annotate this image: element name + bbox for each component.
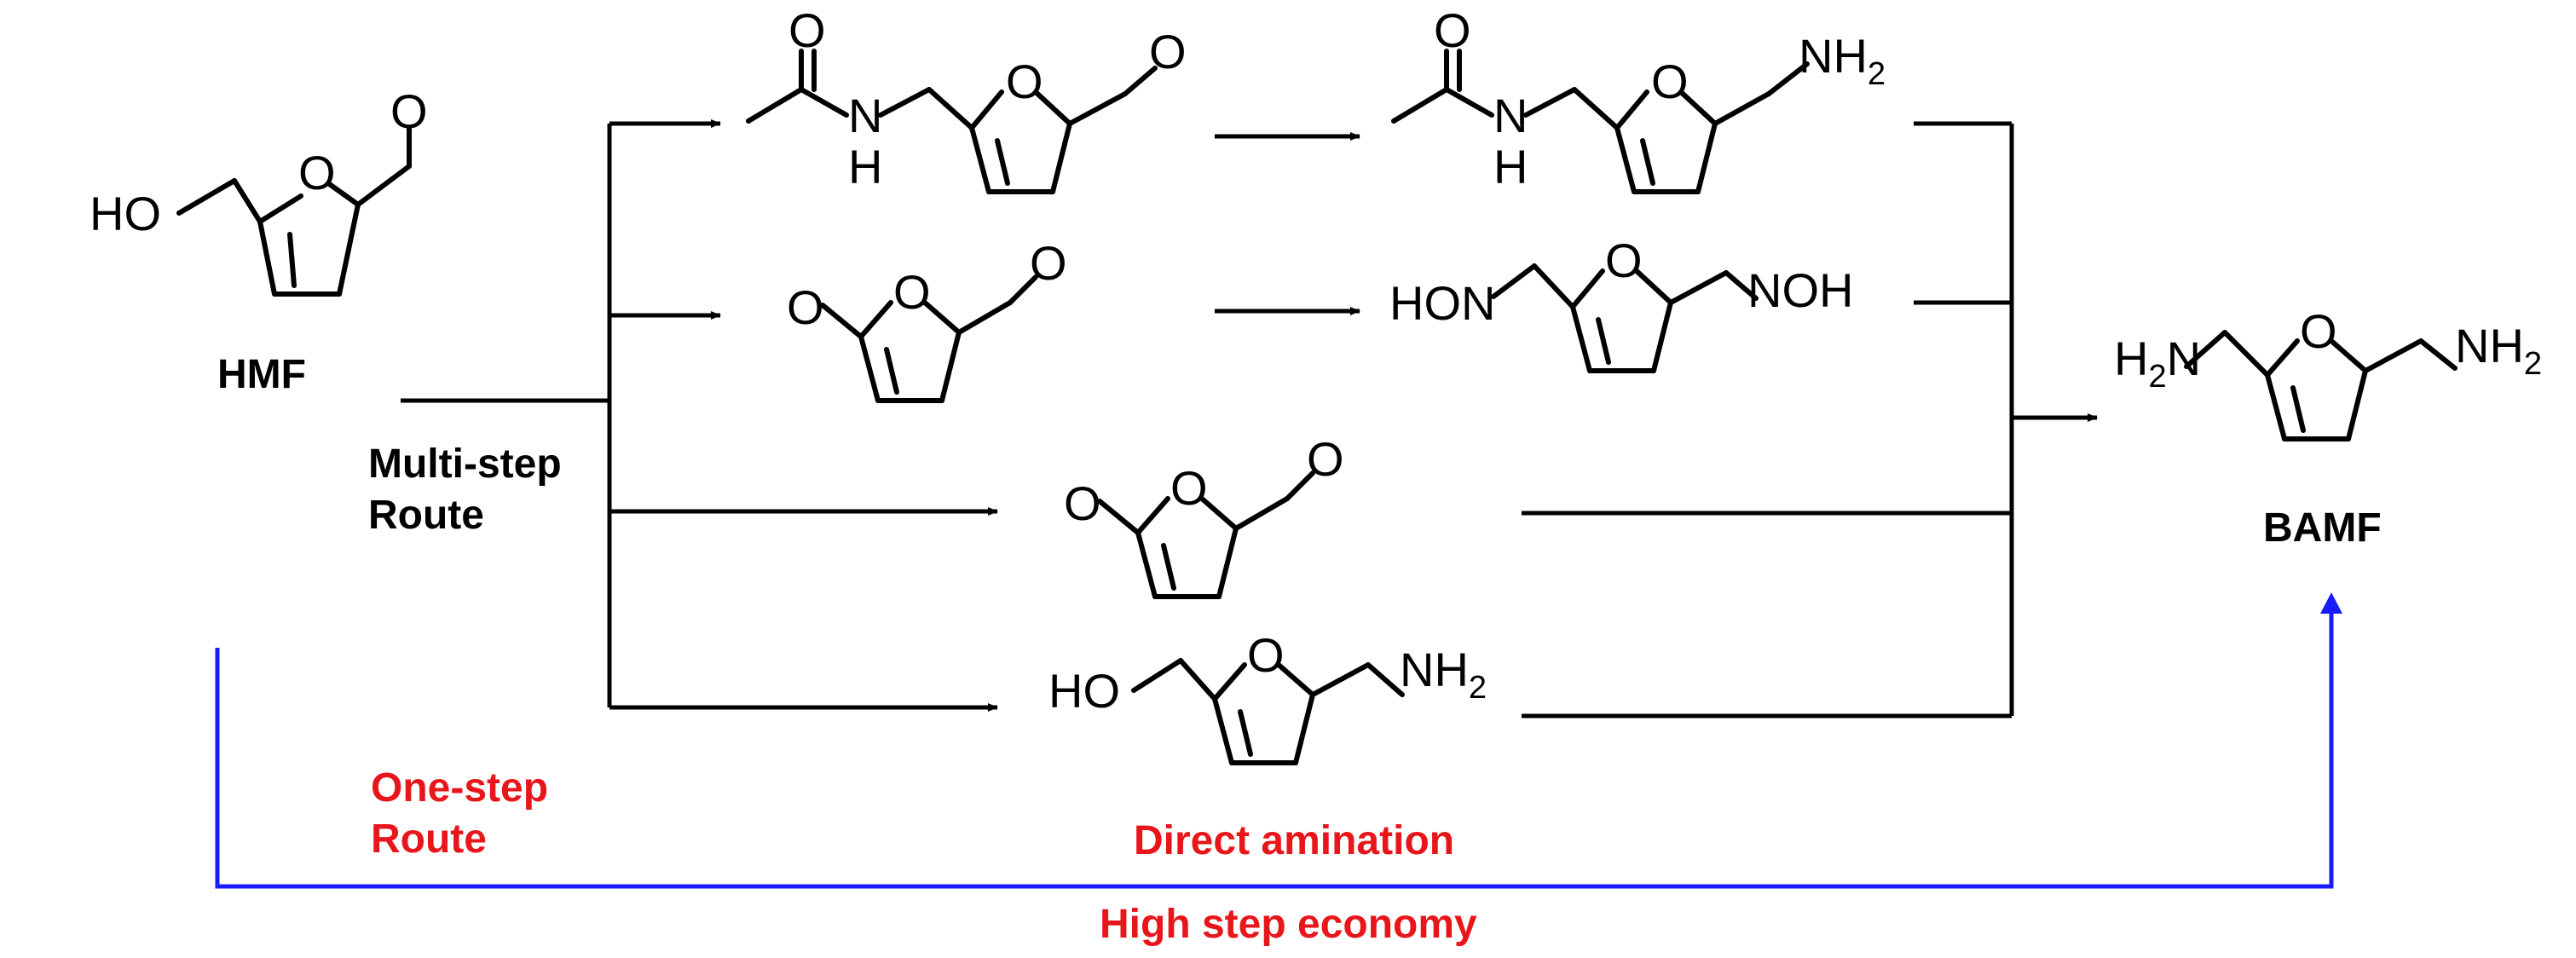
- r2-left-o: O: [787, 280, 824, 334]
- direct-route-arrowhead: [2320, 592, 2342, 614]
- acetamide-amine-structure: [1391, 49, 1810, 194]
- r1-carbonyl-o: O: [788, 3, 826, 57]
- dff-structure-row2: [820, 274, 1038, 403]
- r1-ring-o: O: [1006, 55, 1043, 108]
- r3-left-o: O: [1064, 476, 1101, 530]
- r1-n: N: [848, 89, 882, 142]
- dioxime-structure: [1491, 263, 1759, 373]
- r4-ring-o: O: [1247, 628, 1285, 682]
- multi-step-branches: [401, 119, 2098, 718]
- multi-step-label: Multi-step: [368, 441, 562, 487]
- r4-nh2: NH2: [1400, 643, 1487, 706]
- bamf-label: BAMF: [2263, 505, 2382, 551]
- r1b-carbonyl-o: O: [1434, 3, 1471, 57]
- hmfa-structure: [1131, 658, 1405, 765]
- r2b-ring-o: O: [1605, 234, 1643, 287]
- dff-structure-row3: [1097, 470, 1315, 599]
- bamf-h2n: H2N: [2114, 332, 2201, 395]
- r2b-noh: NOH: [1747, 263, 1853, 317]
- bamf-nh2: NH2: [2455, 319, 2542, 382]
- r1b-nh2: NH2: [1799, 29, 1886, 92]
- hmf-ring-o: O: [298, 146, 336, 199]
- r1b-ring-o: O: [1651, 55, 1689, 108]
- r4-ho: HO: [1048, 664, 1120, 718]
- one-route-label: Route: [371, 817, 487, 862]
- r2-ring-o: O: [893, 265, 931, 319]
- hmf-structure: [176, 125, 412, 297]
- direct-amination-label: Direct amination: [1134, 818, 1454, 863]
- r3-ring-o: O: [1170, 461, 1208, 515]
- hmf-aldehyde-o: O: [390, 84, 428, 138]
- high-step-economy-label: High step economy: [1100, 902, 1477, 947]
- bamf-structure: [2184, 330, 2458, 441]
- multi-route-label: Route: [368, 493, 484, 538]
- r1-h: H: [848, 140, 882, 193]
- direct-route-arrow: [215, 607, 2334, 889]
- hmf-ho: HO: [90, 187, 161, 240]
- acetamide-aldehyde-structure: [746, 49, 1158, 194]
- r2-right-o: O: [1030, 236, 1067, 290]
- r1-aldehyde-o: O: [1149, 25, 1187, 78]
- hmf-label: HMF: [217, 352, 306, 397]
- one-step-label: One-step: [371, 765, 548, 811]
- r3-right-o: O: [1307, 432, 1344, 486]
- r1b-n: N: [1493, 89, 1528, 142]
- r1b-h: H: [1493, 140, 1528, 193]
- bamf-ring-o: O: [2300, 304, 2337, 358]
- r2b-hon: HON: [1389, 276, 1495, 330]
